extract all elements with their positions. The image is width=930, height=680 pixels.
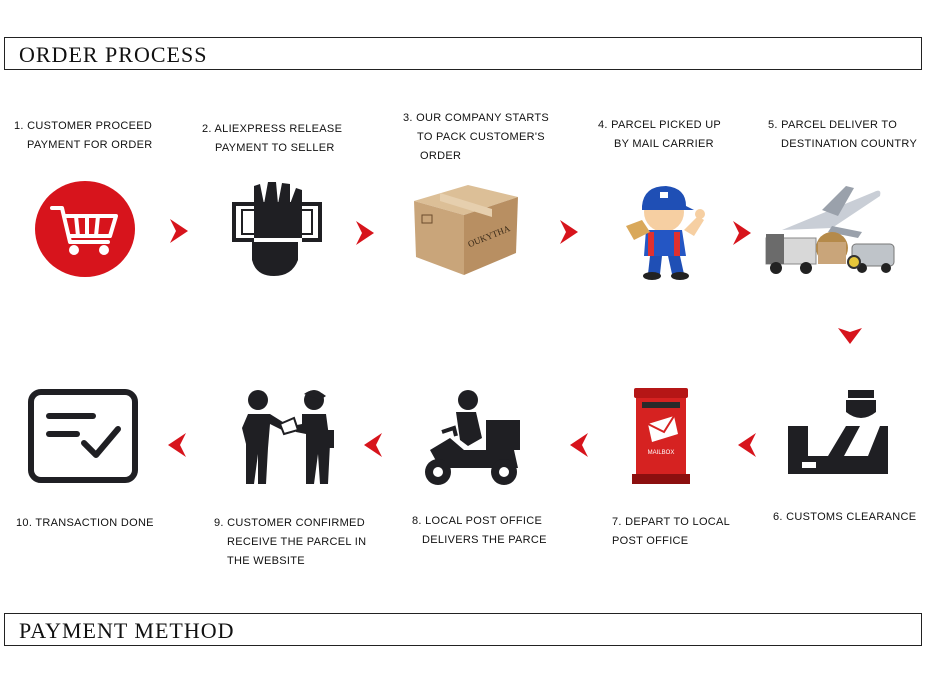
payment-method-title: PAYMENT METHOD xyxy=(19,618,235,643)
step-2-label: 2. ALIEXPRESS RELEASE PAYMENT TO SELLER xyxy=(202,120,342,158)
plane-and-trucks-icon xyxy=(765,186,895,274)
step-1-line-1: 1. CUSTOMER PROCEED xyxy=(14,120,153,132)
step-9-line-3: THE WEBSITE xyxy=(227,555,305,567)
step-5-line-1: 5. PARCEL DELIVER TO xyxy=(768,119,898,131)
step-2-line-1: 2. ALIEXPRESS RELEASE xyxy=(202,123,343,135)
mailbox-icon: MAILBOX xyxy=(632,388,690,484)
arrow-left-6 xyxy=(738,433,756,457)
step-3-line-3: ORDER xyxy=(420,150,462,162)
step-7-label: 7. DEPART TO LOCAL POST OFFICE xyxy=(612,513,730,551)
step-3-line-2: TO PACK CUSTOMER'S xyxy=(417,131,545,143)
arrow-down-5 xyxy=(838,328,862,344)
step-4-line-2: BY MAIL CARRIER xyxy=(614,138,714,150)
arrow-right-3 xyxy=(560,220,578,244)
step-4-label: 4. PARCEL PICKED UP BY MAIL CARRIER xyxy=(598,116,721,154)
yen-payment-icon: ¥ xyxy=(232,182,322,276)
step-10-line-1: 10. TRANSACTION DONE xyxy=(16,517,154,529)
step-3-label: 3. OUR COMPANY STARTS TO PACK CUSTOMER'S… xyxy=(403,109,549,166)
step-2-line-2: PAYMENT TO SELLER xyxy=(215,142,335,154)
shopping-cart-icon xyxy=(35,181,135,277)
arrow-left-7 xyxy=(570,433,588,457)
arrow-left-9 xyxy=(168,433,186,457)
step-3-line-1: 3. OUR COMPANY STARTS xyxy=(403,112,550,124)
step-10-label: 10. TRANSACTION DONE xyxy=(16,514,154,533)
mailbox-text: MAILBOX xyxy=(648,450,675,456)
step-7-line-2: POST OFFICE xyxy=(612,535,689,547)
step-5-line-2: DESTINATION COUNTRY xyxy=(781,138,918,150)
arrow-right-1 xyxy=(170,219,188,243)
arrow-right-4 xyxy=(733,221,751,245)
arrow-right-2 xyxy=(356,221,374,245)
step-6-line-1: 6. CUSTOMS CLEARANCE xyxy=(773,511,917,523)
step-1-line-2: PAYMENT FOR ORDER xyxy=(27,139,153,151)
step-9-line-1: 9. CUSTOMER CONFIRMED xyxy=(214,517,365,529)
checklist-done-icon xyxy=(28,389,138,483)
step-1-label: 1. CUSTOMER PROCEED PAYMENT FOR ORDER xyxy=(14,117,153,155)
customs-icon xyxy=(788,390,888,474)
step-9-line-2: RECEIVE THE PARCEL IN xyxy=(227,536,367,548)
step-5-label: 5. PARCEL DELIVER TO DESTINATION COUNTRY xyxy=(768,116,917,154)
delivery-scooter-icon xyxy=(425,390,520,485)
step-4-line-1: 4. PARCEL PICKED UP xyxy=(598,119,722,131)
order-process-title: ORDER PROCESS xyxy=(19,42,208,67)
mail-carrier-icon xyxy=(626,186,705,280)
step-8-label: 8. LOCAL POST OFFICE DELIVERS THE PARCE xyxy=(412,512,547,550)
step-7-line-1: 7. DEPART TO LOCAL xyxy=(612,516,731,528)
cardboard-box-icon: OUKYTHA xyxy=(414,185,518,275)
step-9-label: 9. CUSTOMER CONFIRMED RECEIVE THE PARCEL… xyxy=(214,514,366,571)
arrow-left-8 xyxy=(364,433,382,457)
step-8-line-2: DELIVERS THE PARCE xyxy=(422,534,547,546)
handover-icon xyxy=(242,390,334,484)
order-process-header: ORDER PROCESS xyxy=(4,37,922,70)
step-8-line-1: 8. LOCAL POST OFFICE xyxy=(412,515,543,527)
payment-method-header: PAYMENT METHOD xyxy=(4,613,922,646)
step-6-label: 6. CUSTOMS CLEARANCE xyxy=(773,508,916,527)
